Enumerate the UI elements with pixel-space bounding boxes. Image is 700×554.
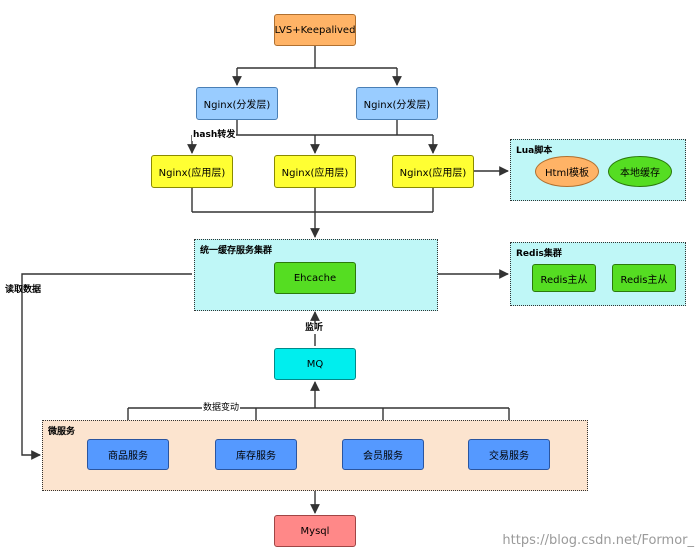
edge-label-read: 读取数据 <box>5 285 42 295</box>
node-nginx-app-2[interactable]: Nginx(应用层) <box>274 155 356 188</box>
node-nginx-dispatch-2[interactable]: Nginx(分发层) <box>356 87 438 120</box>
node-nginx-app-1[interactable]: Nginx(应用层) <box>151 155 233 188</box>
node-mq[interactable]: MQ <box>274 348 356 380</box>
node-nginx-dispatch-1[interactable]: Nginx(分发层) <box>196 87 278 120</box>
node-svc-member[interactable]: 会员服务 <box>342 439 424 470</box>
node-local-cache[interactable]: 本地缓存 <box>608 156 672 187</box>
group-microservices-label: 微服务 <box>48 427 76 437</box>
edge-label-listen: 监听 <box>304 323 325 334</box>
group-cache-label: 统一缓存服务集群 <box>200 246 273 256</box>
node-svc-trade[interactable]: 交易服务 <box>468 439 550 470</box>
node-nginx-app-3[interactable]: Nginx(应用层) <box>392 155 474 188</box>
node-redis-1[interactable]: Redis主从 <box>532 264 596 292</box>
node-html-template[interactable]: Html模板 <box>535 156 599 187</box>
node-svc-stock[interactable]: 库存服务 <box>215 439 297 470</box>
edge-read-data <box>21 273 192 460</box>
node-redis-2[interactable]: Redis主从 <box>612 264 676 292</box>
node-lvs-keepalived[interactable]: LVS+Keepalived <box>274 14 356 46</box>
group-lua-label: Lua脚本 <box>516 146 553 156</box>
node-ehcache[interactable]: Ehcache <box>274 262 356 294</box>
edge-label-hash: hash转发 <box>192 130 237 141</box>
node-mysql[interactable]: Mysql <box>274 515 356 547</box>
group-redis-label: Redis集群 <box>516 249 562 259</box>
node-svc-product[interactable]: 商品服务 <box>87 439 169 470</box>
edge-label-change: 数据变动 <box>202 403 241 414</box>
watermark-text: https://blog.csdn.net/Formor_ <box>502 533 694 548</box>
